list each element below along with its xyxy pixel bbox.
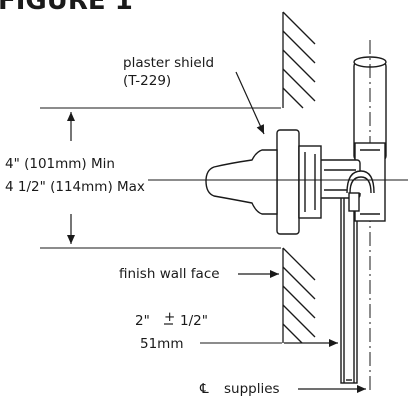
label-offset-b: 1/2" [180,313,208,329]
label-shield-part: (T-229) [123,73,171,89]
wall-hatch-upper [282,11,316,109]
label-offset-a: 2" [135,313,150,329]
label-finish-wall: finish wall face [119,266,220,282]
label-supplies: supplies [224,381,280,397]
label-offset-mm: 51mm [140,336,183,352]
centerline-symbol: ℄ [199,381,209,397]
supply-pipe [340,56,387,384]
plaster-shield [276,129,322,235]
label-offset-pm: + [164,309,175,325]
valve-body [317,142,386,222]
label-min-depth: 4" (101mm) Min [5,156,115,172]
valve-handle [205,149,278,215]
label-plaster-shield: plaster shield [123,55,214,71]
label-max-depth: 4 1/2" (114mm) Max [5,179,145,195]
figure-title: FIGURE 1 [0,0,133,16]
shield-leader [235,71,265,135]
wall-hatch-lower [282,247,316,344]
plus-minus-symbol: + [164,309,175,325]
